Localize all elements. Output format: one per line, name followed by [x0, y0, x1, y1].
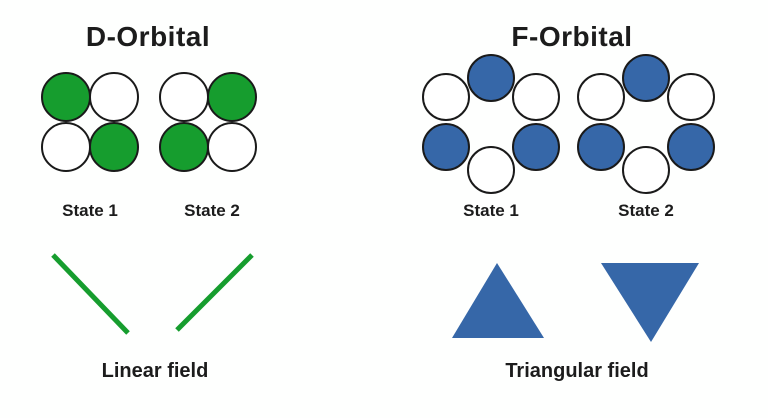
orbital-circle: [422, 73, 470, 121]
orbital-circle: [41, 122, 91, 172]
d-orbital-state2-grid: [159, 72, 257, 172]
d-orbital-state2-label: State 2: [184, 201, 240, 220]
d-orbital-title: D-Orbital: [85, 21, 211, 52]
orbital-circle: [467, 54, 515, 102]
orbital-circle: [89, 122, 139, 172]
orbital-circle: [41, 72, 91, 122]
orbital-circle: [207, 72, 257, 122]
linear-field-left-line: [51, 253, 130, 335]
orbital-circle: [577, 73, 625, 121]
orbital-circle: [622, 146, 670, 194]
orbital-circle: [159, 122, 209, 172]
orbital-circle: [512, 123, 560, 171]
orbital-circle: [512, 73, 560, 121]
f-orbital-state1-ring: [422, 54, 560, 194]
d-orbital-state1-grid: [41, 72, 139, 172]
orbital-circle: [89, 72, 139, 122]
f-orbital-state1-label: State 1: [463, 201, 519, 220]
linear-field-right-line: [175, 253, 254, 332]
f-orbital-title: F-Orbital: [511, 21, 633, 52]
linear-field-graphic: [51, 253, 254, 335]
triangular-field-label: Triangular field: [505, 360, 649, 382]
orbital-circle: [207, 122, 257, 172]
triangle-up: [452, 263, 544, 338]
f-orbital-state2-label: State 2: [618, 201, 674, 220]
orbital-circle: [667, 123, 715, 171]
triangle-down: [601, 263, 699, 342]
f-orbital-state2-ring: [577, 54, 715, 194]
orbital-circle: [159, 72, 209, 122]
triangular-field-graphic: [452, 263, 699, 342]
linear-field-label: Linear field: [101, 360, 209, 382]
d-orbital-state1-label: State 1: [62, 201, 118, 220]
orbital-circle: [622, 54, 670, 102]
orbital-circle: [577, 123, 625, 171]
orbital-circle: [467, 146, 515, 194]
orbital-circle: [422, 123, 470, 171]
orbital-circle: [667, 73, 715, 121]
